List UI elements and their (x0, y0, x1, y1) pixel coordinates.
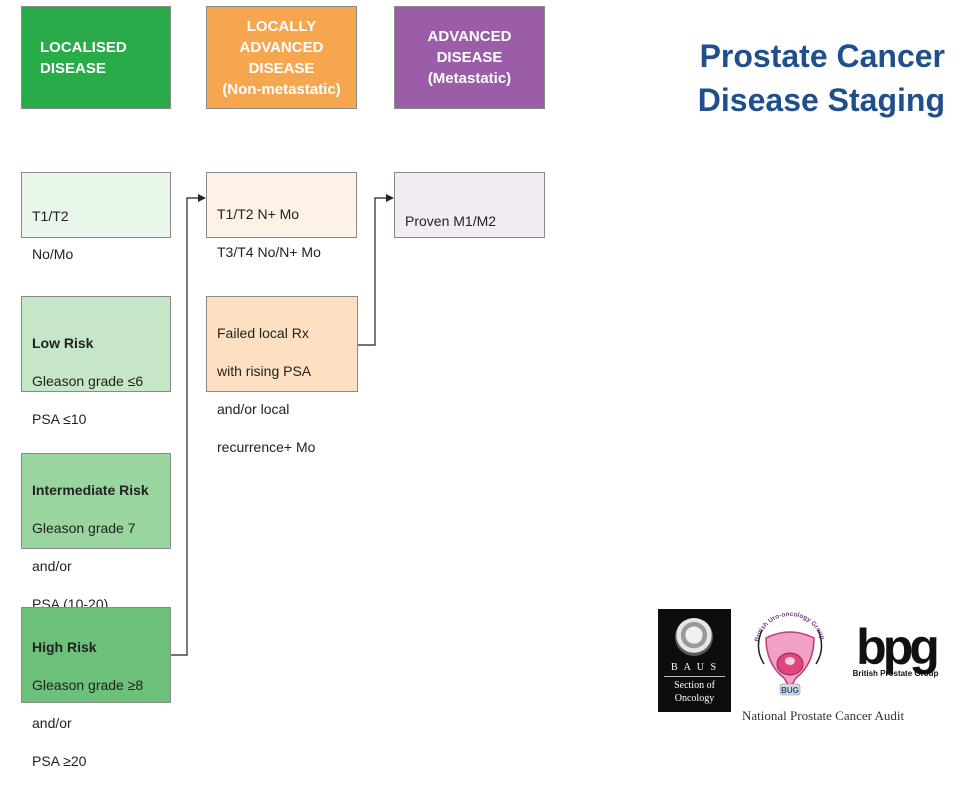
box-high-risk: High Risk Gleason grade ≥8 and/or PSA ≥2… (21, 607, 171, 769)
bug-logo-text: BUG (781, 686, 799, 695)
failed-rx-line-1: Failed local Rx (217, 325, 309, 341)
header-locally-advanced-disease: LOCALLY ADVANCED DISEASE (Non-metastatic… (206, 6, 357, 109)
baus-section-text: Section of Oncology (674, 680, 715, 704)
low-risk-line-1: Gleason grade ≤6 (32, 373, 144, 389)
bpg-logo-text: bpg (856, 619, 937, 675)
arrow-high-risk-to-locally-advanced (171, 194, 206, 656)
localised-t-stage-line-2: No/Mo (32, 246, 74, 262)
bug-logo: British Uro-oncology Group BUG (754, 611, 826, 696)
baus-logo-text: B A U S (670, 662, 719, 673)
header-advanced-label: ADVANCED DISEASE (Metastatic) (427, 28, 512, 87)
failed-rx-line-2: with rising PSA (217, 363, 312, 379)
high-risk-line-1: Gleason grade ≥8 (32, 677, 144, 693)
bpg-caption: British Prostate Group (852, 669, 939, 678)
header-localised-disease: LOCALISED DISEASE (21, 6, 171, 109)
locally-advanced-t-stage-line-1: T1/T2 N+ Mo (217, 206, 300, 222)
header-locally-advanced-label: LOCALLY ADVANCED DISEASE (Non-metastatic… (222, 17, 341, 98)
failed-rx-line-4: recurrence+ Mo (217, 439, 316, 455)
title-line-1: Prostate Cancer (699, 38, 945, 74)
box-failed-local-rx: Failed local Rx with rising PSA and/or l… (206, 296, 358, 455)
box-proven-metastatic: Proven M1/M2 (394, 172, 545, 238)
localised-t-stage-line-1: T1/T2 (32, 208, 69, 224)
high-risk-heading: High Risk (32, 639, 97, 655)
baus-section-of-oncology-logo: B A U S Section of Oncology (658, 609, 731, 712)
intermediate-risk-line-2: and/or (32, 558, 72, 574)
intermediate-risk-line-1: Gleason grade 7 (32, 520, 136, 536)
page-title: Prostate Cancer Disease Staging (600, 34, 945, 122)
low-risk-line-2: PSA ≤10 (32, 411, 87, 427)
title-line-2: Disease Staging (697, 82, 945, 118)
low-risk-heading: Low Risk (32, 335, 94, 351)
proven-metastatic-label: Proven M1/M2 (405, 213, 497, 229)
high-risk-line-3: PSA ≥20 (32, 753, 87, 769)
arrow-failed-rx-to-advanced (358, 194, 394, 346)
header-advanced-disease: ADVANCED DISEASE (Metastatic) (394, 6, 545, 109)
locally-advanced-t-stage-line-2: T3/T4 No/N+ Mo (217, 244, 321, 260)
baus-logo-divider (664, 676, 725, 677)
intermediate-risk-heading: Intermediate Risk (32, 482, 149, 498)
footer-audit-name: National Prostate Cancer Audit (742, 708, 905, 720)
bpg-logo: bpg (856, 619, 941, 675)
failed-rx-line-3: and/or local (217, 401, 290, 417)
box-intermediate-risk: Intermediate Risk Gleason grade 7 and/or… (21, 453, 171, 612)
box-low-risk: Low Risk Gleason grade ≤6 PSA ≤10 (21, 296, 171, 427)
baus-seal-icon (675, 618, 713, 656)
box-localised-t-stage: T1/T2 No/Mo (21, 172, 171, 262)
header-localised-label: LOCALISED DISEASE (40, 38, 127, 77)
box-locally-advanced-t-stage: T1/T2 N+ Mo T3/T4 No/N+ Mo (206, 172, 357, 260)
high-risk-line-2: and/or (32, 715, 72, 731)
